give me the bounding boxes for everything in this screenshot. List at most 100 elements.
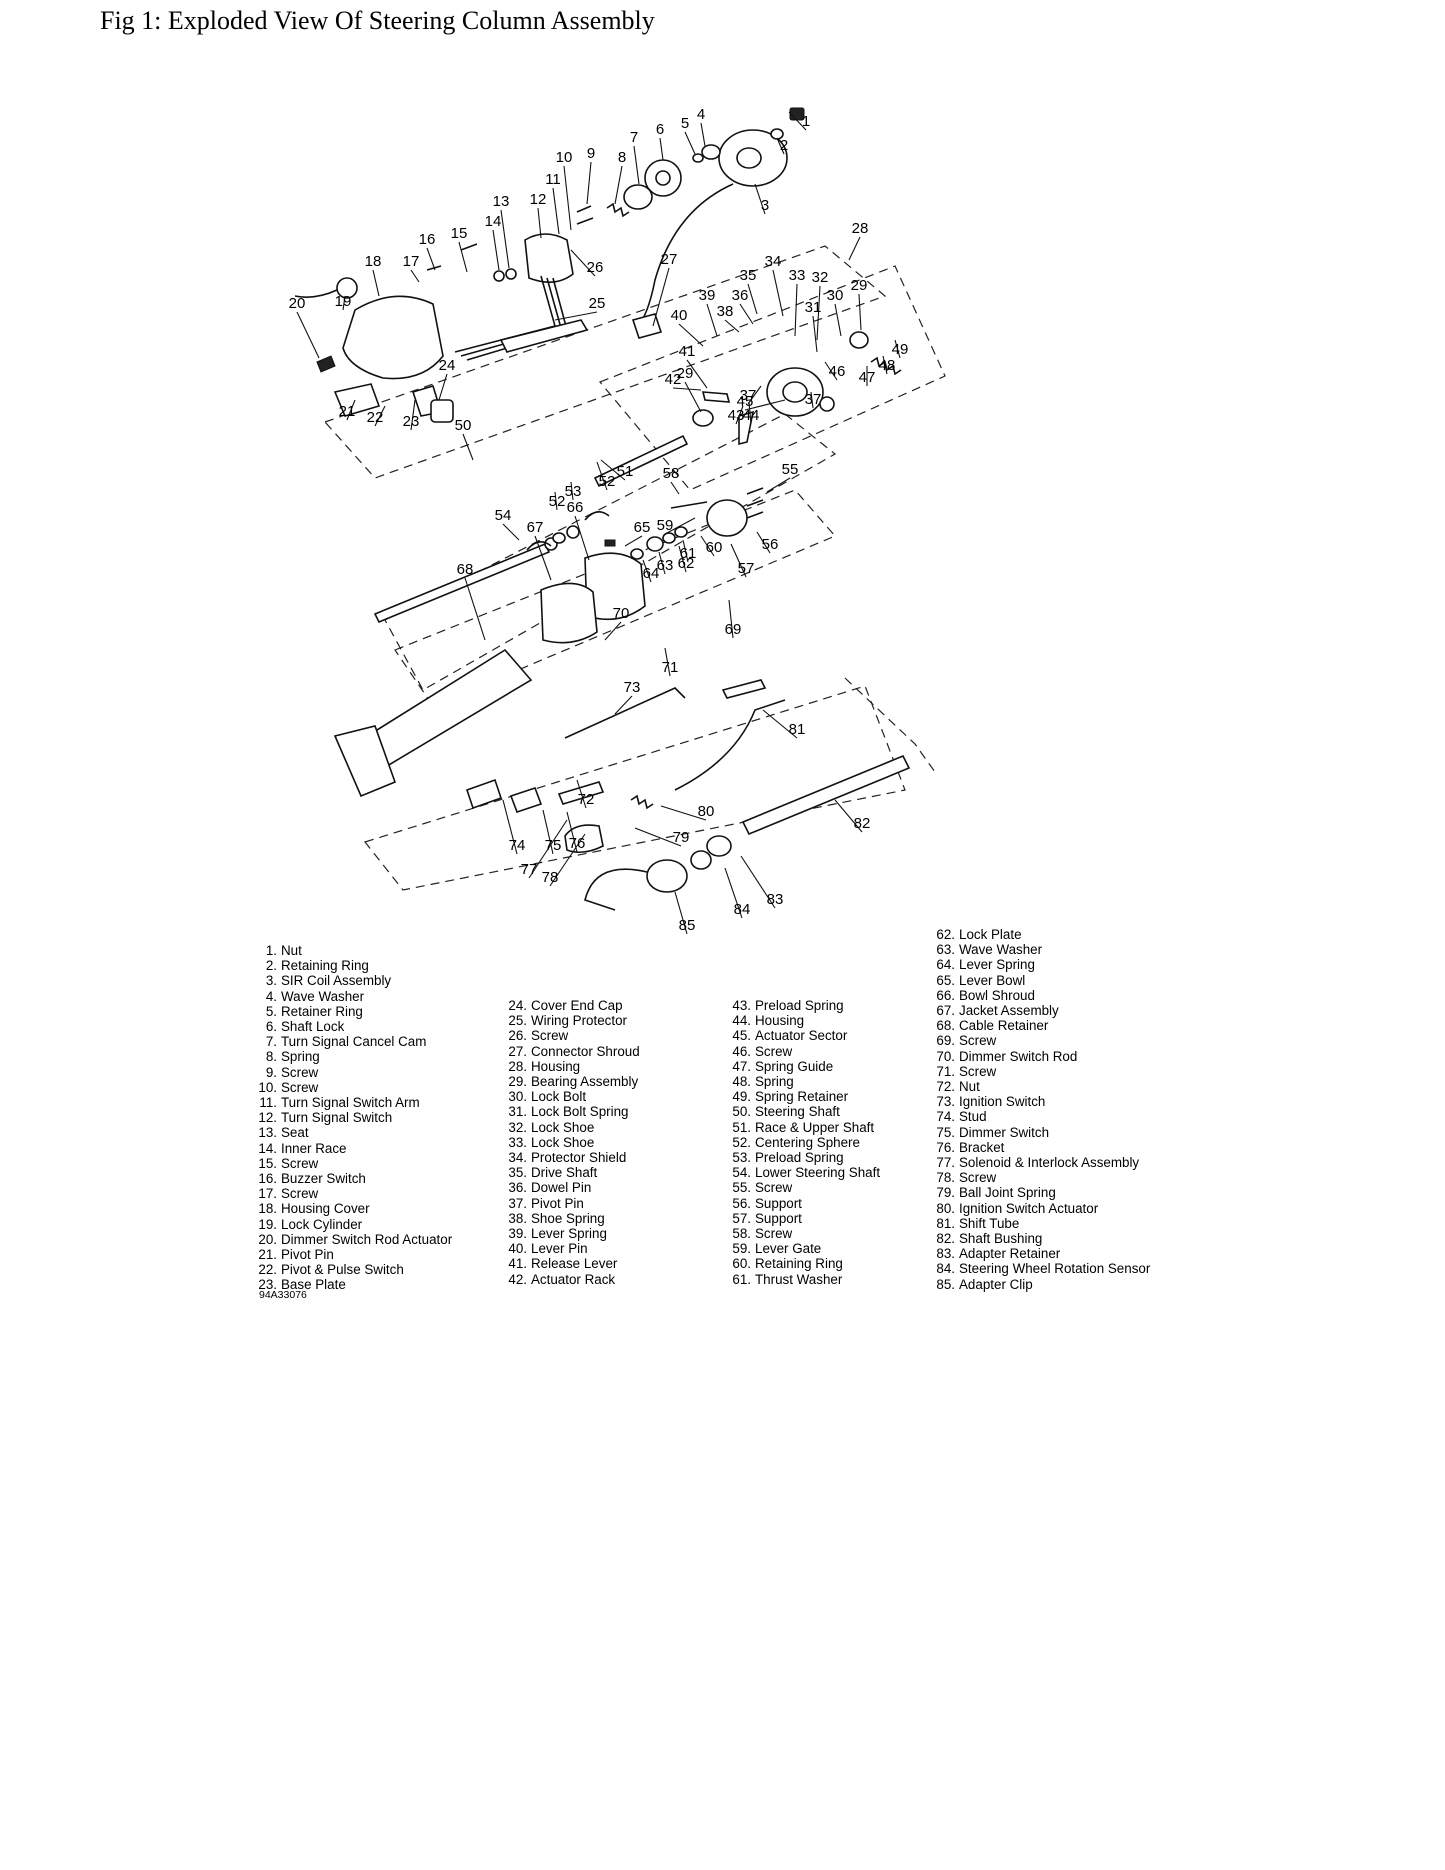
callout-number: 30 — [827, 287, 844, 304]
leader-line — [574, 515, 590, 561]
legend-item: 26.Screw — [505, 1028, 640, 1043]
ignition-switch — [465, 778, 503, 810]
callout-number: 6 — [656, 121, 664, 138]
group-outline-shift-tube — [844, 677, 936, 773]
legend-item-number: 19. — [258, 1216, 277, 1232]
callout-number: 4 — [697, 106, 705, 123]
callout-number: 23 — [403, 413, 420, 430]
support-57 — [706, 499, 748, 537]
legend-item-name: Dowel Pin — [531, 1180, 592, 1196]
legend-item-number: 22. — [258, 1262, 277, 1278]
legend-item-name: Shaft Bushing — [959, 1231, 1043, 1247]
legend-item: 82.Shaft Bushing — [933, 1231, 1150, 1246]
callout-number: 2 — [780, 137, 788, 154]
legend-item-number: 40. — [508, 1241, 527, 1257]
group-outline-shaft — [384, 413, 837, 691]
adapter-retainer — [690, 850, 712, 870]
legend-item: 72.Nut — [933, 1079, 1150, 1094]
leader-line — [686, 359, 708, 389]
bearing-assembly-lower — [692, 409, 714, 427]
legend-item-number: 85. — [936, 1276, 955, 1292]
callout-number: 21 — [339, 403, 356, 420]
callout-number: 3 — [761, 197, 769, 214]
leader-line — [728, 599, 734, 639]
callout-number: 55 — [782, 461, 799, 478]
legend-item: 54.Lower Steering Shaft — [729, 1165, 880, 1180]
leader-line — [816, 285, 821, 341]
shaft-bushing — [706, 835, 732, 857]
pivot-pulse-switch — [333, 383, 381, 417]
legend-item: 83.Adapter Retainer — [933, 1246, 1150, 1261]
ball-joint-spring — [630, 794, 654, 810]
legend-item-name: Centering Sphere — [755, 1134, 860, 1150]
leader-line — [776, 137, 785, 155]
leader-line — [596, 461, 608, 491]
leader-line — [659, 137, 664, 161]
callout-number: 67 — [527, 519, 544, 536]
legend-item: 31.Lock Bolt Spring — [505, 1104, 640, 1119]
callout-number: 5 — [681, 115, 689, 132]
housing-cover-group — [294, 243, 478, 423]
callout-number: 27 — [661, 251, 678, 268]
lock-plate-62 — [646, 536, 664, 552]
callout-number: 38 — [717, 303, 734, 320]
callout-number: 33 — [789, 267, 806, 284]
legend-item-name: Stud — [959, 1109, 987, 1125]
legend-item-name: Ball Joint Spring — [959, 1185, 1056, 1201]
legend-item-name: Bearing Assembly — [531, 1074, 639, 1090]
legend-item-name: Bowl Shroud — [959, 987, 1035, 1003]
legend-item: 53.Preload Spring — [729, 1150, 880, 1165]
legend-item-name: Screw — [959, 1170, 997, 1186]
legend-item-name: Screw — [959, 1063, 997, 1079]
callout-number: 79 — [673, 829, 690, 846]
leader-line — [772, 269, 784, 317]
exploded-view-diagram: 1234567891011121314151617181920212223242… — [289, 106, 946, 935]
legend-item-name: Lever Pin — [531, 1241, 588, 1257]
release-lever — [701, 391, 731, 403]
callout-number: 31 — [805, 299, 822, 316]
callout-number: 36 — [732, 287, 749, 304]
legend-item: 25.Wiring Protector — [505, 1013, 640, 1028]
legend-item-number: 4. — [265, 988, 277, 1004]
legend-item-name: Support — [755, 1210, 802, 1226]
legend-item: 6.Shaft Lock — [255, 1019, 452, 1034]
legend-item-number: 63. — [936, 942, 955, 958]
legend-item-name: Turn Signal Cancel Cam — [281, 1034, 427, 1050]
preload-spring-53 — [552, 532, 566, 544]
legend-item-name: Preload Spring — [755, 998, 844, 1013]
callout-number: 75 — [545, 837, 562, 854]
dimmer-switch — [509, 786, 543, 814]
bowl-shroud — [540, 582, 598, 644]
legend-item-number: 3. — [265, 973, 277, 989]
legend-item-number: 6. — [265, 1019, 277, 1035]
callout-number: 82 — [854, 815, 871, 832]
legend-item-number: 83. — [936, 1246, 955, 1262]
callout-number: 78 — [542, 869, 559, 886]
housing-28 — [766, 367, 824, 417]
legend-item-name: Cable Retainer — [959, 1018, 1049, 1034]
legend-item: 34.Protector Shield — [505, 1150, 640, 1165]
legend-item: 77.Solenoid & Interlock Assembly — [933, 1155, 1150, 1170]
legend-item-name: Lock Bolt Spring — [531, 1104, 629, 1120]
leader-line — [537, 207, 542, 239]
legend-item-number: 31. — [508, 1104, 527, 1120]
legend-item-number: 1. — [265, 943, 277, 958]
leader-line — [563, 165, 572, 231]
legend-item-number: 81. — [936, 1215, 955, 1231]
legend-item-number: 84. — [936, 1261, 955, 1277]
legend-item: 73.Ignition Switch — [933, 1094, 1150, 1109]
legend-item-name: Pivot Pin — [281, 1247, 334, 1263]
leader-line — [576, 779, 587, 809]
legend-item-number: 38. — [508, 1210, 527, 1226]
legend-item: 20.Dimmer Switch Rod Actuator — [255, 1232, 452, 1247]
legend-item: 30.Lock Bolt — [505, 1089, 640, 1104]
legend-item-name: Inner Race — [281, 1140, 347, 1156]
legend-item-number: 41. — [508, 1256, 527, 1272]
leader-line — [730, 543, 747, 578]
legend-item: 59.Lever Gate — [729, 1241, 880, 1256]
legend-item-name: Wave Washer — [959, 942, 1043, 958]
group-outline-jacket — [363, 685, 906, 891]
spring-48 — [870, 356, 902, 376]
